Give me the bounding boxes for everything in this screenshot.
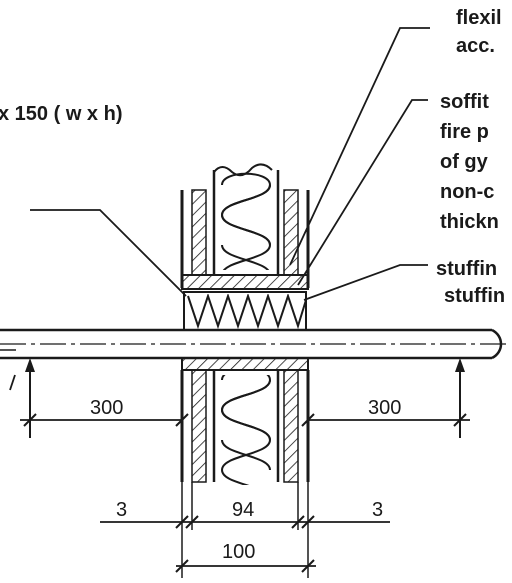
label-soffit-line4: non-c [440, 181, 494, 203]
label-stuffing-line1: stuffin [436, 258, 497, 280]
dim-right-300: 300 [368, 397, 401, 419]
dim-total-100: 100 [222, 541, 255, 563]
label-soffit-line2: fire p [440, 121, 489, 143]
dimension-lines [20, 358, 470, 578]
label-soffit-line3: of gy [440, 151, 489, 173]
stuffing [183, 291, 307, 331]
label-soffit-line5: thickn [440, 211, 499, 233]
pipe [0, 328, 510, 360]
lower-soffit-board [181, 357, 309, 371]
label-flexible-line2: acc. [456, 35, 495, 57]
leader-lines [9, 27, 430, 391]
label-size-note: x 150 ( w x h) [0, 103, 123, 125]
dim-right-3: 3 [372, 499, 383, 521]
label-soffit-line1: soffit [440, 91, 489, 113]
upper-insulation [220, 172, 272, 270]
lower-right-board [283, 369, 299, 483]
lower-insulation [220, 375, 272, 485]
upper-soffit-board [181, 274, 309, 290]
dim-mid-94: 94 [232, 499, 254, 521]
dim-left-300: 300 [90, 397, 123, 419]
lower-wall [180, 357, 310, 485]
upper-left-board [191, 189, 207, 276]
label-flexible-line1: flexil [456, 7, 502, 29]
lower-left-board [191, 369, 207, 483]
dim-left-3: 3 [116, 499, 127, 521]
upper-wall [180, 163, 310, 290]
label-stuffing-line2: stuffin [444, 285, 505, 307]
